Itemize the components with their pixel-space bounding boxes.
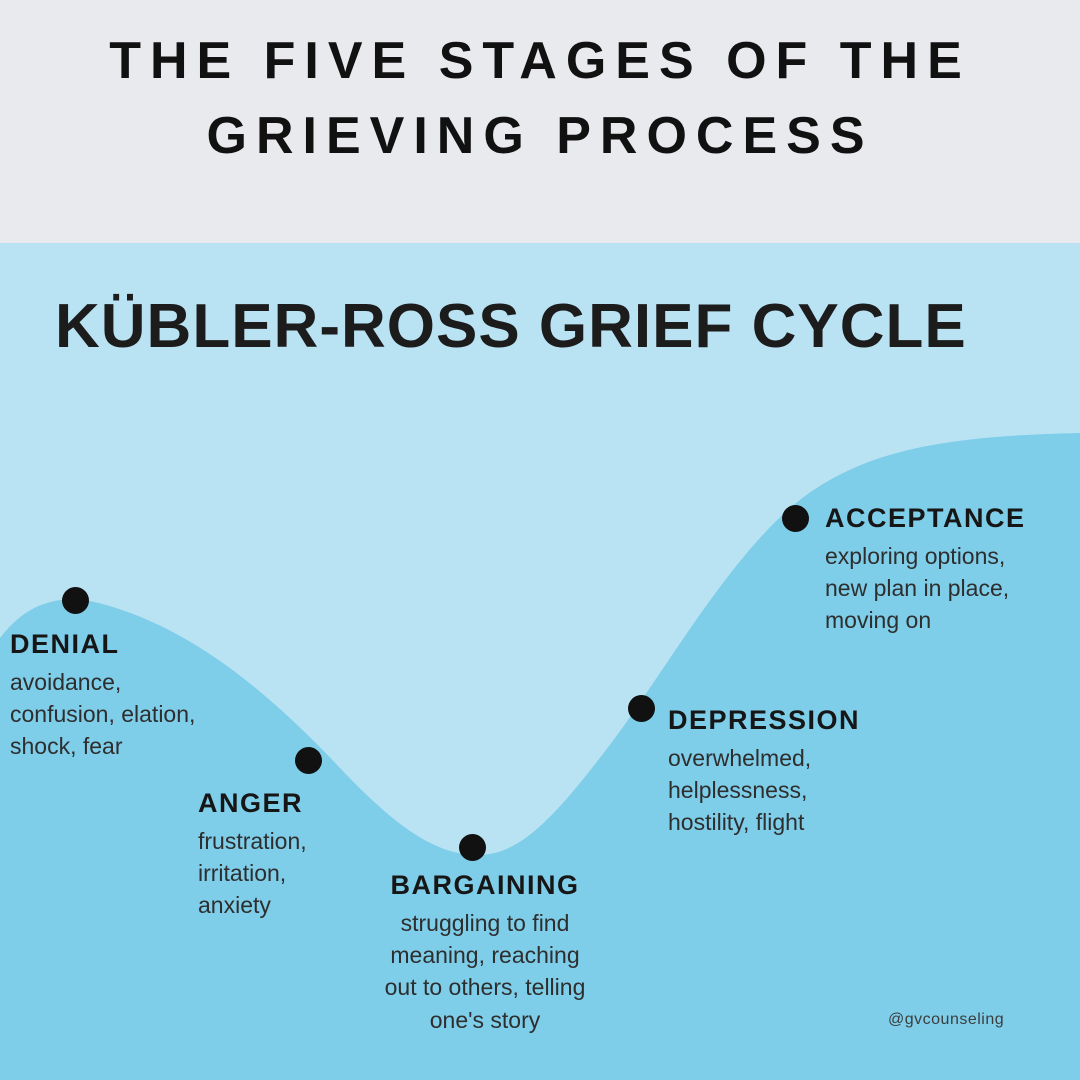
depression-point bbox=[628, 695, 655, 722]
stage-acceptance-description: exploring options, new plan in place, mo… bbox=[825, 543, 1010, 634]
stage-bargaining: BARGAINING struggling to find meaning, r… bbox=[350, 870, 620, 1036]
stage-anger-label: ANGER bbox=[198, 788, 304, 818]
stage-acceptance: ACCEPTANCE exploring options, new plan i… bbox=[825, 503, 1026, 637]
stage-depression-label: DEPRESSION bbox=[668, 705, 861, 735]
stage-depression: DEPRESSION overwhelmed, helplessness, ho… bbox=[668, 705, 860, 839]
diagram-title: KÜBLER-ROSS GRIEF CYCLE bbox=[55, 292, 967, 361]
stage-denial: DENIAL avoidance, confusion, elation, sh… bbox=[10, 629, 195, 763]
stage-bargaining-description: struggling to find meaning, reaching out… bbox=[384, 910, 586, 1033]
stage-anger-description: frustration, irritation, anxiety bbox=[198, 828, 307, 919]
header-band: THE FIVE STAGES OF THE GRIEVING PROCESS bbox=[0, 0, 1080, 243]
grief-cycle-diagram: KÜBLER-ROSS GRIEF CYCLE DENIAL avoidance… bbox=[0, 243, 1080, 1080]
denial-point bbox=[62, 587, 89, 614]
anger-point bbox=[295, 747, 322, 774]
bargaining-point bbox=[459, 834, 486, 861]
stage-bargaining-label: BARGAINING bbox=[390, 870, 580, 900]
acceptance-point bbox=[782, 505, 809, 532]
page-title-line-1: THE FIVE STAGES OF THE bbox=[109, 32, 971, 90]
stage-denial-label: DENIAL bbox=[10, 629, 120, 659]
stage-acceptance-label: ACCEPTANCE bbox=[825, 503, 1026, 533]
page-title-line-2: GRIEVING PROCESS bbox=[206, 107, 874, 166]
stage-denial-description: avoidance, confusion, elation, shock, fe… bbox=[10, 669, 196, 760]
grief-curve bbox=[0, 433, 1080, 1080]
watermark: @gvcounseling bbox=[888, 1011, 1005, 1028]
stage-depression-description: overwhelmed, helplessness, hostility, fl… bbox=[668, 745, 812, 836]
stage-anger: ANGER frustration, irritation, anxiety bbox=[198, 788, 307, 922]
grief-curve-path bbox=[0, 433, 1080, 1080]
